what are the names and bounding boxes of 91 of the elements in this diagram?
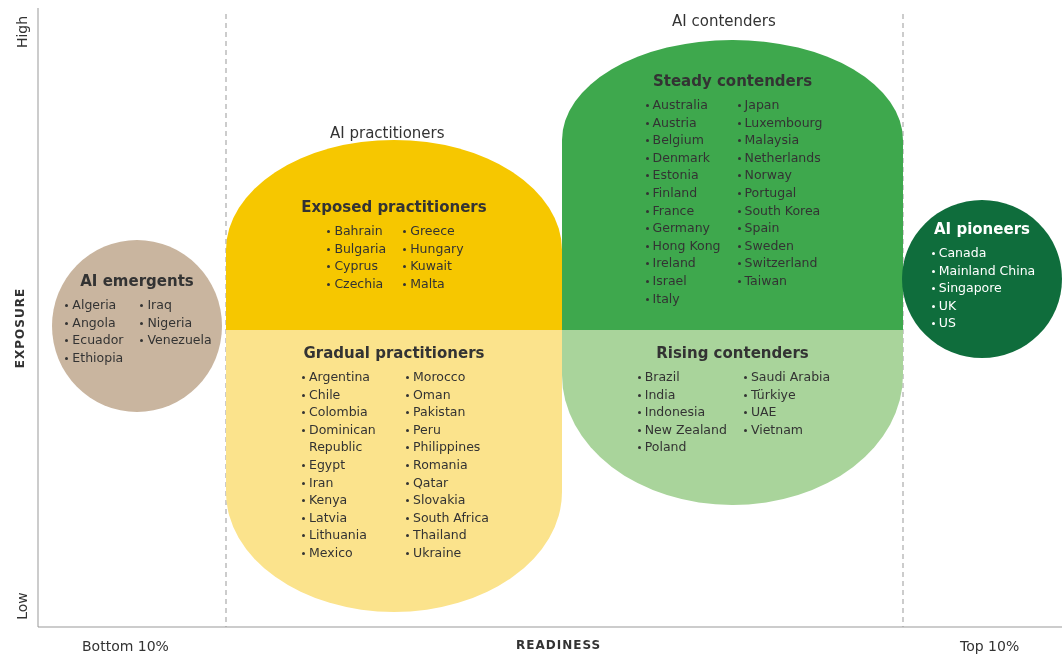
country-name: Canada [938, 245, 987, 260]
country-name: Denmark [652, 149, 710, 165]
country-name: Luxembourg [744, 114, 823, 130]
country-name: Japan [744, 97, 780, 112]
axis-end-label: High [14, 15, 30, 49]
country-name: Ukraine [413, 544, 462, 560]
country-name: Chile [309, 386, 341, 402]
country-name: Iraq [147, 297, 172, 312]
country-name: Czechia [334, 275, 384, 291]
country-name: Kenya [309, 492, 348, 508]
country-name: South Africa [413, 509, 489, 525]
country-name: Austria [652, 114, 697, 130]
country-name: UAE [750, 404, 777, 420]
country-name: US [938, 315, 956, 331]
country-name: Mainland China [938, 262, 1036, 278]
country-name: Switzerland [744, 255, 818, 271]
category-heading: AI pioneers [934, 220, 1030, 238]
country-name: Greece [410, 223, 455, 238]
country-name: Argentina [309, 369, 370, 384]
category-heading: Rising contenders [656, 344, 809, 362]
country-name: Australia [652, 97, 708, 112]
country-name: Poland [644, 439, 687, 455]
country-name: Lithuania [309, 527, 367, 543]
country-name: Venezuela [147, 332, 212, 348]
country-name: France [652, 202, 695, 218]
country-name: Brazil [644, 369, 680, 384]
country-name: Iran [309, 474, 334, 490]
country-name: Norway [744, 167, 792, 183]
country-name: Estonia [652, 167, 699, 183]
country-name: Slovakia [413, 492, 466, 508]
country-name: Colombia [309, 404, 368, 420]
country-name: Qatar [413, 474, 449, 490]
country-name: Malta [410, 275, 445, 291]
country-name: Oman [413, 386, 451, 402]
country-name: Nigeria [147, 314, 193, 330]
country-name: Thailand [413, 527, 467, 543]
country-name: Pakistan [413, 404, 466, 420]
country-name: Ethiopia [72, 349, 124, 365]
country-name: Angola [72, 314, 116, 330]
country-name: Vietnam [750, 421, 803, 437]
country-name: UK [938, 297, 957, 313]
category-region [562, 330, 903, 505]
country-name: Germany [652, 220, 710, 236]
country-name: Taiwan [744, 272, 788, 288]
country-name: India [644, 386, 676, 402]
country-name: Latvia [309, 509, 348, 525]
country-name: Singapore [938, 280, 1002, 296]
country-name: Mexico [309, 544, 353, 560]
country-name: Ecuador [72, 332, 124, 348]
country-name: Türkiye [750, 386, 796, 402]
country-name: Bahrain [334, 223, 383, 238]
country-name: Romania [413, 456, 468, 472]
country-name: South Korea [744, 202, 821, 218]
axis-end-label: Bottom 10% [82, 638, 169, 654]
country-name: Saudi Arabia [750, 369, 831, 384]
category-heading: Gradual practitioners [303, 344, 485, 362]
country-name: Kuwait [410, 258, 452, 274]
country-name: Netherlands [744, 149, 821, 165]
country-name: Portugal [744, 184, 797, 200]
country-name: Spain [744, 220, 780, 236]
country-name: Bulgaria [334, 240, 387, 256]
country-name: Finland [652, 184, 698, 200]
country-name: Belgium [652, 132, 704, 148]
axis-end-label: Low [14, 592, 30, 620]
axis-end-label: Top 10% [960, 638, 1020, 654]
axis-title: READINESS [516, 638, 602, 652]
country-name: Dominican Republic [309, 420, 377, 456]
category-heading: Exposed practitioners [301, 198, 487, 216]
category-region [226, 140, 562, 330]
country-name: Peru [413, 421, 441, 437]
category-region [226, 330, 562, 612]
axis-title: EXPOSURE [13, 287, 27, 369]
country-name: Egypt [309, 456, 346, 472]
country-name: Ireland [652, 255, 696, 271]
country-name: Morocco [413, 369, 466, 384]
country-name: Israel [652, 272, 687, 288]
country-name: Indonesia [644, 404, 706, 420]
country-name: Philippines [413, 439, 481, 455]
country-name: Cyprus [334, 258, 378, 274]
country-name: Algeria [72, 297, 117, 312]
category-heading: AI emergents [80, 272, 194, 290]
country-name: Hungary [410, 240, 464, 256]
country-name: New Zealand [644, 421, 727, 437]
country-name: Malaysia [744, 132, 800, 148]
country-name: Italy [652, 290, 680, 306]
country-name: Hong Kong [652, 237, 721, 253]
category-heading: Steady contenders [652, 72, 813, 90]
group-label: AI practitioners [330, 124, 445, 142]
category-region [562, 40, 903, 330]
group-label: AI contenders [672, 12, 776, 30]
country-name: Sweden [744, 237, 794, 253]
